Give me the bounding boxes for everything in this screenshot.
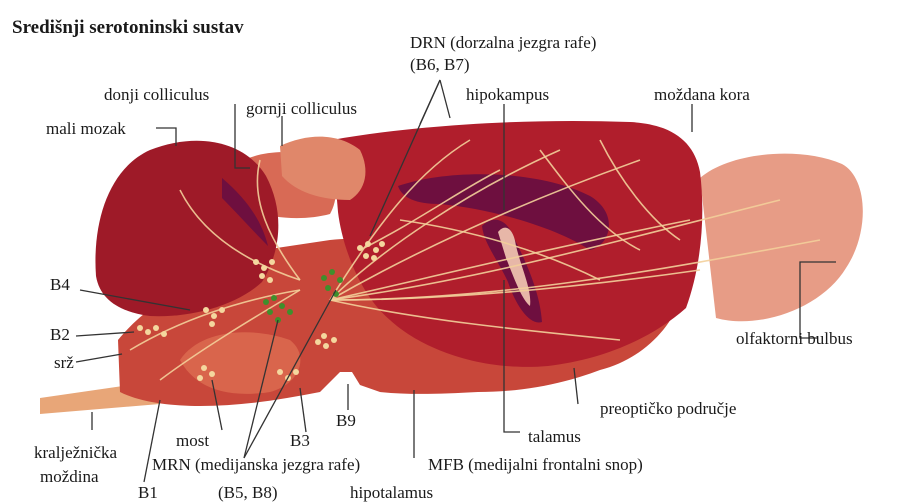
- label-cerebral-cortex: moždana kora: [654, 86, 750, 103]
- label-superior-colliculus: gornji colliculus: [246, 100, 357, 117]
- label-b4: B4: [50, 276, 70, 293]
- label-drn: DRN (dorzalna jezgra rafe): [410, 34, 596, 51]
- label-b3: B3: [290, 432, 310, 449]
- label-thalamus: talamus: [528, 428, 581, 445]
- label-medulla: srž: [54, 354, 74, 371]
- label-cerebellum: mali mozak: [46, 120, 126, 137]
- label-pons: most: [176, 432, 209, 449]
- olfactory-bulb: [700, 154, 863, 322]
- label-drn-groups: (B6, B7): [410, 56, 470, 73]
- cerebellum: [95, 141, 278, 316]
- label-b2: B2: [50, 326, 70, 343]
- label-preoptic-area: preoptičko područje: [600, 400, 736, 417]
- label-b9: B9: [336, 412, 356, 429]
- label-olfactory-bulb: olfaktorni bulbus: [736, 330, 853, 347]
- diagram-title: Središnji serotoninski sustav: [12, 18, 244, 37]
- label-hippocampus: hipokampus: [466, 86, 549, 103]
- label-spinal-cord-1: kralježnička: [34, 444, 117, 461]
- label-inferior-colliculus: donji colliculus: [104, 86, 209, 103]
- label-hypothalamus: hipotalamus: [350, 484, 433, 501]
- label-b1: B1: [138, 484, 158, 501]
- label-mrn: MRN (medijanska jezgra rafe): [152, 456, 360, 473]
- label-spinal-cord-2: moždina: [40, 468, 99, 485]
- label-mfb: MFB (medijalni frontalni snop): [428, 456, 643, 473]
- label-mrn-groups: (B5, B8): [218, 484, 278, 501]
